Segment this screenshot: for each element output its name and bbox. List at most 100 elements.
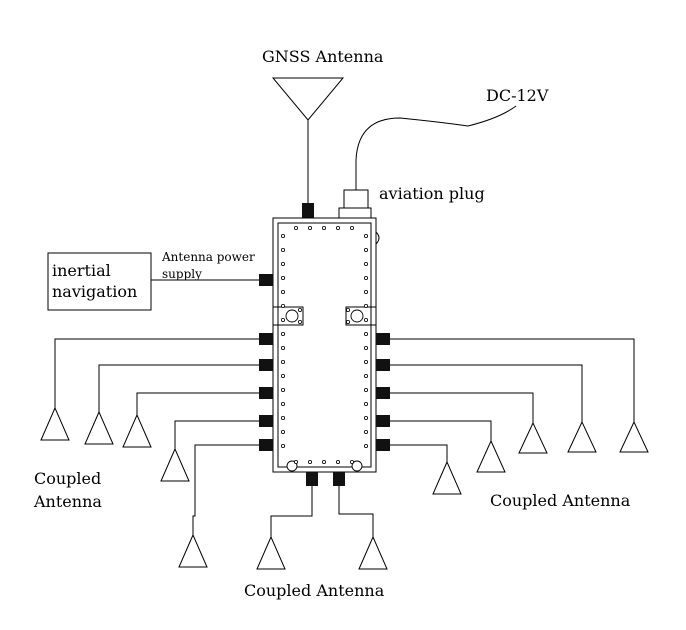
screw-dot [297, 307, 302, 312]
aviation-plug-icon [343, 189, 369, 209]
screw-dot [280, 289, 285, 294]
screw-dot [363, 261, 368, 266]
left-antenna-1 [40, 333, 273, 441]
coupled-antenna-left-label-line2: Antenna [33, 492, 102, 511]
left-cable-3 [136, 392, 259, 415]
left-cable-1 [54, 338, 259, 408]
antenna-power-label-line1: Antenna power [161, 250, 255, 264]
coupled-antenna-icon [476, 439, 506, 473]
screw-dot [280, 317, 285, 322]
right-connector-1 [376, 333, 390, 345]
coupled-antenna-icon [567, 420, 597, 453]
coupled-antenna-icon [122, 413, 152, 448]
aviation-plug-label: aviation plug [379, 184, 485, 203]
bottom-left-mounting-hole [286, 460, 298, 472]
screw-dot [363, 359, 368, 364]
left-antenna-2 [84, 359, 273, 445]
right-coupled-antennas: Coupled Antenna [376, 333, 649, 510]
enclosure-body [272, 217, 377, 473]
right-antenna-3 [376, 387, 548, 454]
screw-dot [280, 275, 285, 280]
coupled-antenna-icon [256, 535, 286, 570]
left-mounting-hole [285, 309, 299, 323]
right-antenna-5 [376, 439, 462, 495]
coupled-antenna-icon [160, 447, 190, 482]
antenna-power-connector [259, 274, 273, 286]
screw-dot [280, 233, 285, 238]
right-connector-5 [376, 439, 390, 451]
screw-dot [280, 261, 285, 266]
right-connector-4 [376, 415, 390, 427]
screw-dot [363, 275, 368, 280]
screw-dot [307, 225, 312, 230]
right-mounting-hole [350, 309, 364, 323]
screw-dot [335, 225, 340, 230]
screw-dot [363, 233, 368, 238]
screw-dot [345, 319, 350, 324]
coupled-antenna-bottom-label: Coupled Antenna [244, 581, 385, 600]
power-cable [355, 105, 517, 190]
inertial-label-line1: inertial [52, 261, 111, 280]
right-cable-1 [390, 338, 635, 422]
screw-dot [280, 331, 285, 336]
coupled-antenna-icon [432, 460, 462, 495]
screw-dot [280, 345, 285, 350]
right-cable-5 [390, 444, 448, 462]
enclosure-inner-rim [277, 222, 372, 468]
screw-dot [363, 331, 368, 336]
screw-dot [293, 225, 298, 230]
coupled-antenna-left-label-line1: Coupled [34, 469, 101, 488]
left-antenna-5 [178, 439, 273, 568]
screw-dot [321, 459, 326, 464]
coupled-antenna-icon [518, 421, 548, 454]
enclosure-tab [375, 231, 380, 245]
left-mounting-bracket [272, 306, 304, 326]
right-connector-3 [376, 387, 390, 399]
screw-dot [363, 415, 368, 420]
bottom-right-mounting-hole [351, 460, 363, 472]
screw-dot [321, 225, 326, 230]
screw-dot [363, 345, 368, 350]
bottom-antenna-1 [256, 472, 318, 570]
aviation-plug-base [338, 207, 372, 219]
coupled-antenna-icon [619, 420, 649, 453]
gnss-connector [302, 203, 314, 218]
main-device-enclosure [272, 217, 380, 473]
inertial-navigation: inertial navigation Antenna power supply [47, 250, 273, 311]
screw-dot [280, 247, 285, 252]
enclosure-screws [280, 225, 368, 464]
screw-dot [307, 459, 312, 464]
screw-dot [280, 415, 285, 420]
left-coupled-antennas: Coupled Antenna [33, 333, 273, 568]
right-antenna-2 [376, 359, 597, 453]
left-connector-4 [259, 415, 273, 427]
right-antenna-1 [376, 333, 649, 453]
bottom-antenna-2 [333, 472, 388, 570]
right-mounting-bracket [345, 306, 377, 326]
screw-dot [280, 359, 285, 364]
left-connector-2 [259, 359, 273, 371]
gnss-antenna-icon [271, 77, 345, 121]
left-cable-4 [174, 420, 259, 449]
coupled-antenna-icon [84, 410, 114, 445]
coupled-antenna-icon [40, 406, 70, 441]
screw-dot [363, 289, 368, 294]
screw-dot [293, 459, 298, 464]
right-connector-2 [376, 359, 390, 371]
power-input: DC-12V aviation plug [338, 86, 549, 219]
bottom-cable-2 [338, 486, 374, 537]
screw-dot [363, 387, 368, 392]
bottom-connector-1 [306, 472, 318, 486]
screw-dot [280, 387, 285, 392]
screw-dot [349, 459, 354, 464]
screw-dot [363, 443, 368, 448]
gnss-antenna-label: GNSS Antenna [262, 47, 384, 66]
left-antenna-4 [160, 415, 273, 482]
screw-dot [280, 401, 285, 406]
screw-dot [363, 317, 368, 322]
screw-dot [280, 373, 285, 378]
screw-dot [280, 429, 285, 434]
left-antenna-3 [122, 387, 273, 448]
left-cable-5 [192, 444, 259, 535]
